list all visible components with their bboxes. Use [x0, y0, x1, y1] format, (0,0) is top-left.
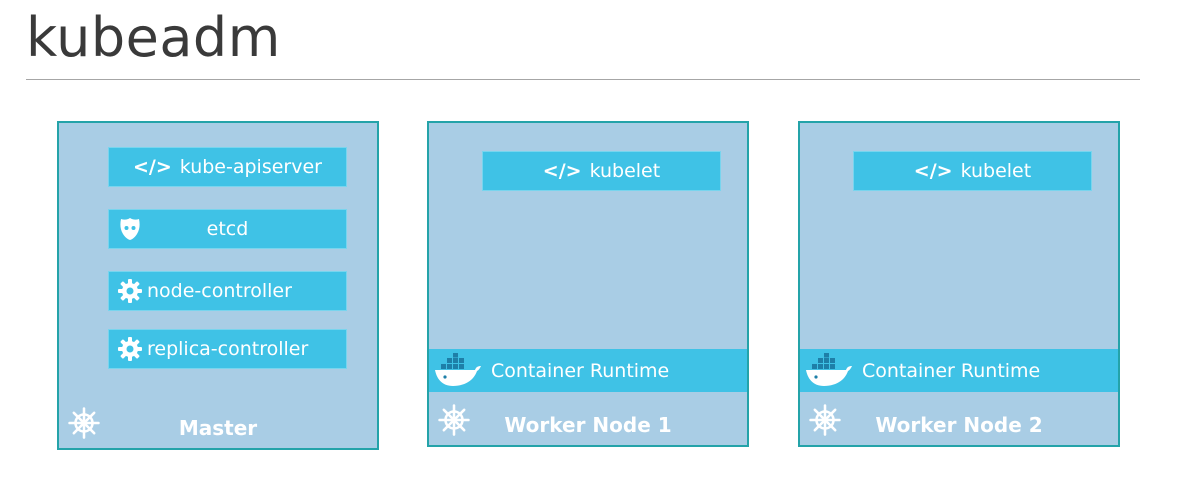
gear-icon	[117, 278, 143, 304]
page-title: kubeadm	[26, 6, 281, 69]
docker-whale-icon	[433, 353, 483, 389]
gear-icon	[117, 336, 143, 362]
container-runtime-bar: Container Runtime	[429, 349, 747, 392]
component-label: kubelet	[589, 160, 661, 182]
code-icon: </>	[542, 160, 582, 182]
component-kubelet: </> kubelet	[853, 151, 1092, 191]
docker-whale-icon	[804, 353, 854, 389]
component-label: kubelet	[960, 160, 1032, 182]
component-node-controller: node-controller	[108, 271, 347, 311]
component-label: etcd	[206, 218, 249, 240]
code-icon: </>	[913, 160, 953, 182]
component-label: replica-controller	[147, 338, 309, 360]
component-etcd: etcd	[108, 209, 347, 249]
master-node: </> kube-apiserver etcd node-controller …	[57, 121, 379, 450]
title-divider	[26, 79, 1140, 80]
etcd-icon	[117, 216, 143, 242]
node-label: Master	[178, 416, 258, 440]
component-replica-controller: replica-controller	[108, 329, 347, 369]
component-label: kube-apiserver	[179, 156, 322, 178]
runtime-label: Container Runtime	[862, 359, 1041, 382]
worker-node-2: </> kubelet Container Runtime Worker Nod…	[798, 121, 1120, 447]
worker-node-1: </> kubelet Container Runtime Worker Nod…	[427, 121, 749, 447]
code-icon: </>	[133, 156, 172, 178]
component-kubelet: </> kubelet	[482, 151, 721, 191]
component-label: node-controller	[147, 280, 292, 302]
container-runtime-bar: Container Runtime	[800, 349, 1118, 392]
node-label: Worker Node 2	[875, 413, 1043, 437]
component-kube-apiserver: </> kube-apiserver	[108, 147, 347, 187]
runtime-label: Container Runtime	[491, 359, 670, 382]
node-label: Worker Node 1	[504, 413, 672, 437]
